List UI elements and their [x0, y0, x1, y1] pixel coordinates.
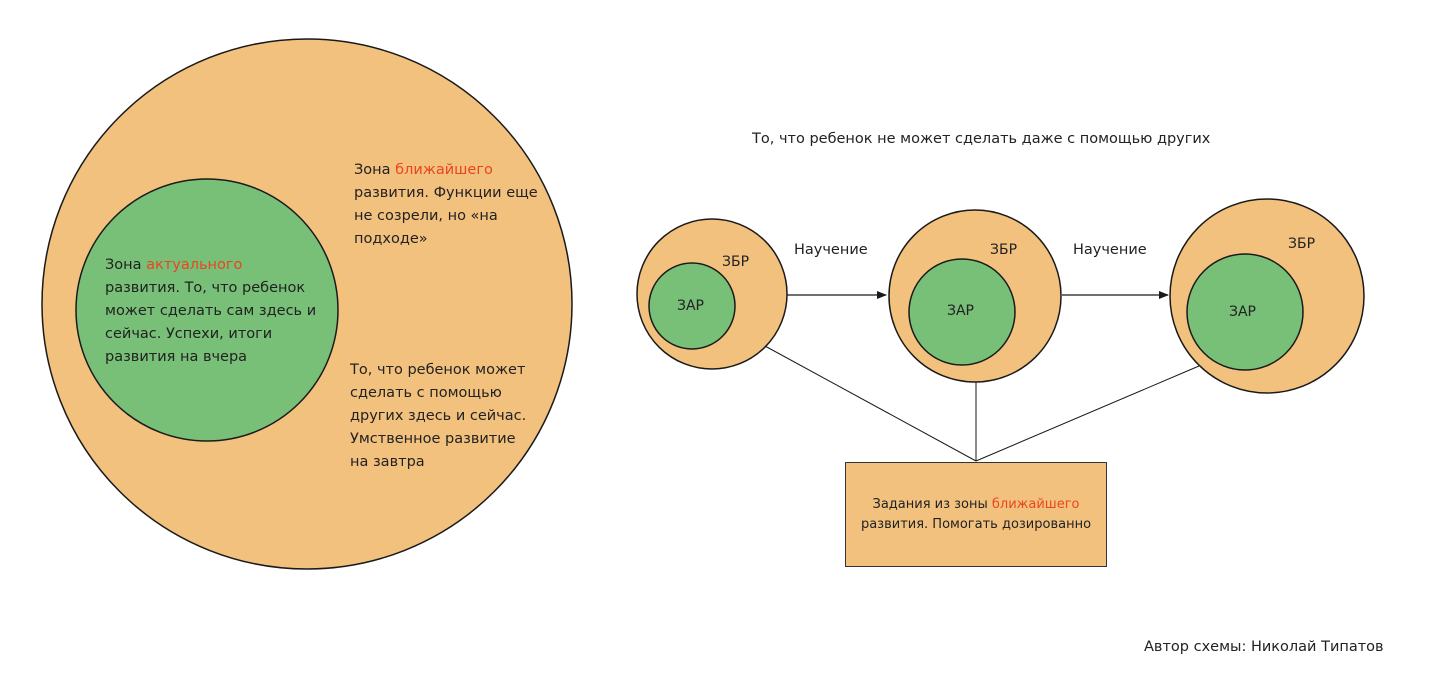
cannot-do-title: То, что ребенок не может сделать даже с …	[752, 131, 1211, 147]
stage-1-outer-label: ЗБР	[722, 254, 750, 270]
author-credit: Автор схемы: Николай Типатов	[1144, 639, 1384, 655]
stage-2-inner-circle	[908, 258, 1016, 366]
actual-zone-prefix: Зона	[105, 257, 147, 273]
stage-1-inner-label: ЗАР	[677, 298, 704, 314]
stage-2-inner-label: ЗАР	[947, 303, 974, 319]
connector-stage-1	[764, 345, 977, 462]
task-box-text: Задания из зоны ближайшего развития. Пом…	[856, 495, 1096, 535]
proximal-zone-rest: развития. Функции еще не созрели, но «на…	[354, 185, 538, 247]
connector-stage-3	[975, 365, 1200, 462]
task-accent: ближайшего	[991, 496, 1080, 512]
actual-zone-text: Зона актуального развития. То, что ребен…	[105, 254, 320, 369]
with-help-text: То, что ребенок может сделать с помощью …	[350, 362, 527, 470]
stage-1-inner-circle	[648, 262, 736, 350]
stage-2-outer-label: ЗБР	[990, 242, 1018, 258]
proximal-zone-prefix: Зона	[354, 162, 396, 178]
task-box: Задания из зоны ближайшего развития. Пом…	[845, 462, 1107, 567]
stage-3-inner-label: ЗАР	[1229, 304, 1256, 320]
task-prefix: Задания из зоны	[872, 496, 992, 512]
stage-3-outer-label: ЗБР	[1288, 236, 1316, 252]
task-rest: развития. Помогать дозированно	[860, 516, 1092, 532]
arrow-2-label: Научение	[1073, 242, 1147, 258]
arrow-1-label: Научение	[794, 242, 868, 258]
proximal-zone-text: Зона ближайшего развития. Функции еще не…	[354, 159, 539, 251]
stage-3-inner-circle	[1186, 253, 1304, 371]
actual-zone-rest: развития. То, что ребенок может сделать …	[105, 280, 317, 365]
actual-zone-accent: актуального	[146, 257, 243, 273]
left-actual-zone-circle	[75, 178, 339, 442]
proximal-zone-accent: ближайшего	[395, 162, 493, 178]
